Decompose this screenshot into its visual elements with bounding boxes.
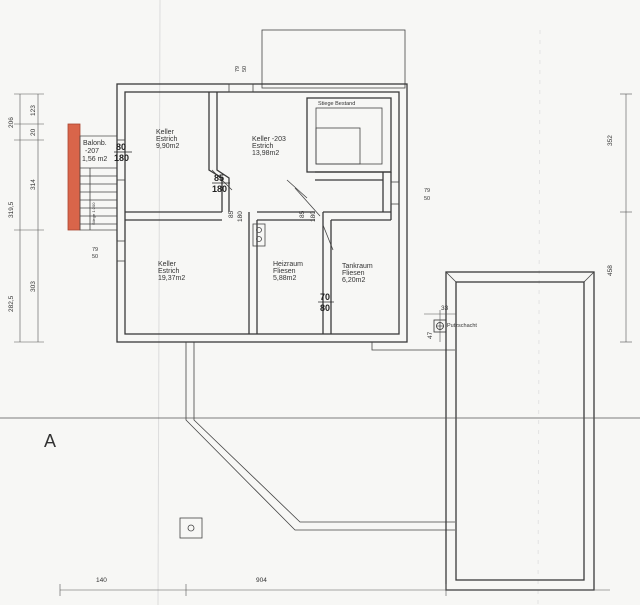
dimension-value: 458 [607, 265, 614, 276]
outer-walls [116, 83, 408, 343]
right-dimension-chain [620, 93, 632, 343]
room-floor: Fliesen [342, 270, 365, 277]
boiler-fixture [256, 236, 262, 242]
putzschacht-dimension: 47 [427, 331, 434, 339]
dimension-value: 352 [607, 135, 614, 146]
stair-note: Stiege 1:200 [91, 202, 96, 225]
room-floor: Fliesen [273, 268, 296, 275]
window-width: 79 [424, 188, 430, 194]
window-width: 79 [235, 66, 241, 72]
room-name: Keller -203 [252, 136, 286, 143]
door-swings [211, 169, 334, 251]
door-height: 180 [114, 153, 129, 163]
room-name: Balonb. [83, 140, 107, 147]
room-area: 9,90m2 [156, 143, 179, 150]
room-area: 5,88m2 [273, 275, 296, 282]
balkon [67, 123, 118, 231]
fold-line [537, 29, 541, 605]
dimension-value: 140 [96, 577, 107, 584]
room-name: Keller [158, 261, 177, 268]
room-floor: Estrich [158, 268, 180, 275]
room-name: Keller [156, 129, 175, 136]
door-height: 80 [320, 303, 330, 313]
boiler-fixture [256, 227, 262, 233]
fold-line [157, 0, 161, 605]
dimension-value: 314 [30, 179, 37, 190]
bottom-dimension-chain [59, 584, 610, 596]
dimension-value: 303 [30, 281, 37, 292]
door-dimension: 180 [310, 211, 317, 222]
door-dimension: 85 [228, 210, 235, 218]
section-label: A [44, 431, 56, 451]
dimension-value: 319,5 [8, 201, 15, 218]
dimension-value: 206 [8, 117, 15, 128]
window-height: 50 [92, 254, 98, 260]
putzschacht-dimension: 33 [441, 305, 449, 312]
door-dimension: 85 [299, 210, 306, 218]
terrace-outline [185, 342, 455, 531]
pool [445, 271, 595, 591]
window-width: 79 [92, 247, 98, 253]
room-floor: Estrich [252, 143, 274, 150]
window-right [390, 181, 400, 205]
room-number: -207 [85, 148, 99, 155]
window-height: 50 [424, 196, 430, 202]
room-area: 13,98m2 [252, 150, 279, 157]
window-left [116, 240, 126, 262]
door-height: 180 [212, 184, 227, 194]
room-area: 1,56 m2 [82, 156, 107, 163]
window-height: 50 [242, 66, 248, 72]
door-dimension: 180 [237, 211, 244, 222]
putzschacht-marker [424, 310, 456, 342]
dimension-value: 904 [256, 577, 267, 584]
putzschacht-label: Putzschacht [447, 323, 477, 329]
dimension-value: 123 [30, 105, 37, 116]
room-name: Stiege Bestand [318, 101, 355, 107]
room-area: 6,20m2 [342, 277, 365, 284]
door-width: 85 [214, 173, 224, 183]
door-width: 70 [320, 292, 330, 302]
boiler-fixture [252, 223, 266, 247]
dimension-value: 282,5 [8, 295, 15, 312]
upper-stair-block [261, 29, 406, 89]
window-top [228, 83, 254, 93]
room-floor: Estrich [156, 136, 178, 143]
room-area: 19,37m2 [158, 275, 185, 282]
room-name: Heizraum [273, 261, 303, 268]
door-width: 80 [116, 142, 126, 152]
drain-symbol [179, 517, 203, 539]
dimension-value: 20 [30, 128, 37, 136]
left-dimension-chain [14, 93, 44, 343]
room-name: Tankraum [342, 263, 373, 270]
